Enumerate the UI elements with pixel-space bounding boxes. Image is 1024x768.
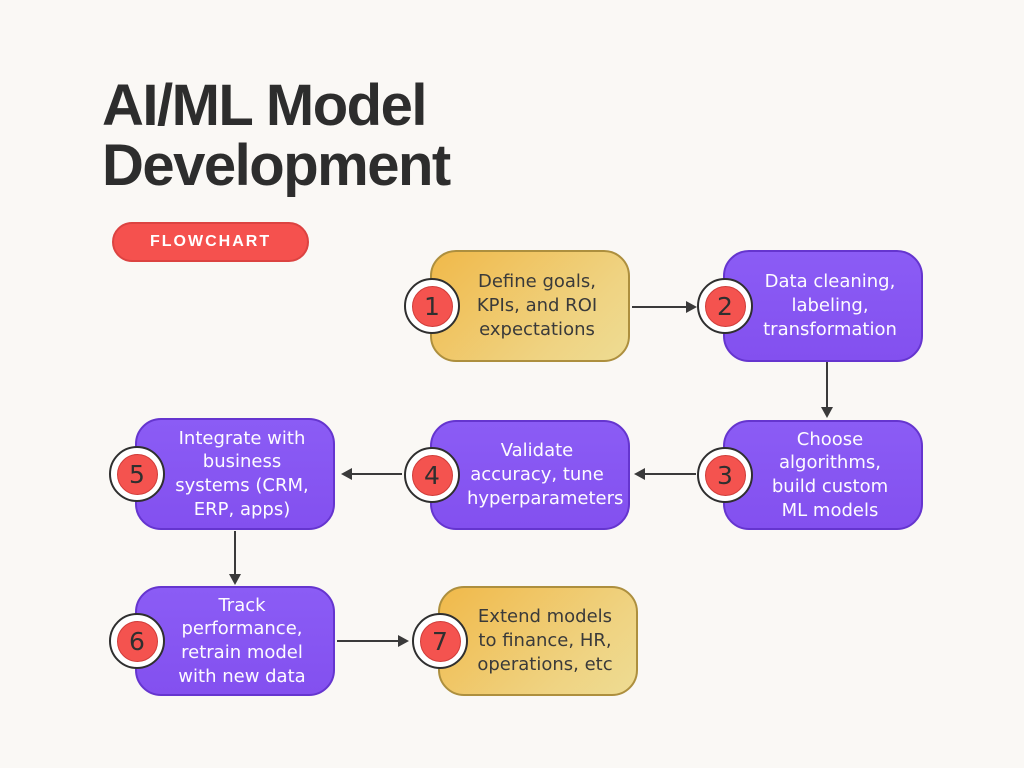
step-3-text: Choose algorithms, build custom ML model…	[771, 428, 889, 521]
step-7-number-badge: 7	[412, 613, 468, 669]
step-4-number-badge: 4	[404, 447, 460, 503]
arrow-shaft	[337, 639, 398, 643]
arrowhead-right-icon	[398, 635, 409, 647]
step-5-number: 5	[116, 453, 158, 495]
flow-node-3-choose-algorithms: 3 Choose algorithms, build custom ML mod…	[697, 420, 923, 530]
step-3-number-badge: 3	[697, 447, 753, 503]
step-2-number: 2	[704, 285, 746, 327]
step-1-text: Define goals, KPIs, and ROI expectations	[476, 271, 598, 340]
arrow-shaft	[233, 531, 237, 574]
arrow-shaft	[632, 305, 686, 309]
arrow-shaft	[645, 472, 696, 476]
flow-node-5-integrate-systems: 5 Integrate with business systems (CRM, …	[109, 418, 335, 530]
arrow-6-to-7	[337, 635, 409, 647]
flow-node-6-track-performance: 6 Track performance, retrain model with …	[109, 586, 335, 696]
step-6-number-badge: 6	[109, 613, 165, 669]
step-7-text: Extend models to finance, HR, operations…	[477, 606, 613, 675]
step-4-number: 4	[411, 454, 453, 496]
step-6-text: Track performance, retrain model with ne…	[178, 594, 306, 687]
step-4-text: Validate accuracy, tune hyperparameters	[467, 440, 624, 509]
step-5-number-badge: 5	[109, 446, 165, 502]
flow-node-4-validate-accuracy: 4 Validate accuracy, tune hyperparameter…	[404, 420, 630, 530]
arrowhead-left-icon	[634, 468, 645, 480]
step-1-number-badge: 1	[404, 278, 460, 334]
arrow-1-to-2	[632, 301, 697, 313]
arrowhead-left-icon	[341, 468, 352, 480]
step-7-number: 7	[419, 620, 461, 662]
page-title-line2: Development	[102, 133, 451, 199]
arrow-2-to-3	[821, 362, 833, 418]
flow-node-2-data-cleaning: 2 Data cleaning, labeling, transformatio…	[697, 250, 923, 362]
step-5-text: Integrate with business systems (CRM, ER…	[175, 427, 309, 520]
step-3-number: 3	[704, 454, 746, 496]
flow-node-1-define-goals: 1 Define goals, KPIs, and ROI expectatio…	[404, 250, 630, 362]
arrow-3-to-4	[634, 468, 696, 480]
arrow-shaft	[825, 362, 829, 407]
arrow-5-to-6	[229, 531, 241, 585]
arrowhead-down-icon	[229, 574, 241, 585]
flowchart-tag-badge: FLOWCHART	[112, 222, 310, 262]
step-2-text: Data cleaning, labeling, transformation	[763, 271, 897, 340]
step-6-number: 6	[116, 620, 158, 662]
step-1-number: 1	[411, 285, 453, 327]
arrow-4-to-5	[341, 468, 402, 480]
page-title: AI/ML Model Development	[102, 73, 451, 199]
page-title-line1: AI/ML Model	[102, 73, 427, 138]
arrowhead-right-icon	[686, 301, 697, 313]
arrowhead-down-icon	[821, 407, 833, 418]
step-2-number-badge: 2	[697, 278, 753, 334]
flow-node-7-extend-models: 7 Extend models to finance, HR, operatio…	[412, 586, 638, 696]
arrow-shaft	[352, 472, 402, 476]
